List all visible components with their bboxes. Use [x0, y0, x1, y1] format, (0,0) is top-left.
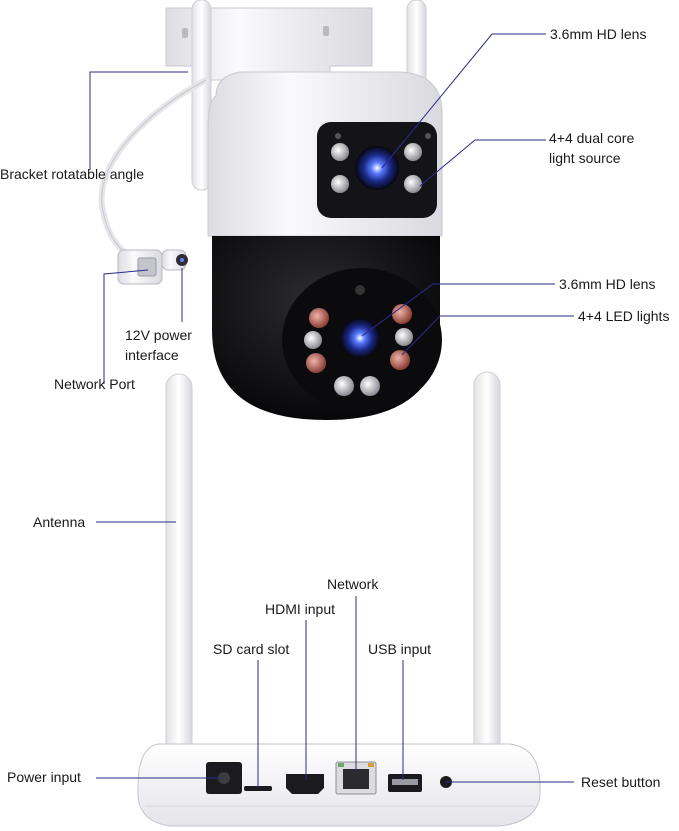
camera-antenna-left [191, 0, 212, 191]
leader-network-port [103, 269, 149, 384]
nvr-antenna-left [165, 373, 193, 771]
label-antenna: Antenna [33, 514, 86, 530]
lower-lens [340, 318, 380, 358]
upper-lens [355, 146, 399, 190]
leader-lens-top [381, 33, 546, 169]
label-lens-bottom: 3.6mm HD lens [559, 276, 656, 292]
label-light-source: 4+4 dual core light source [549, 128, 634, 168]
label-power-input: Power input [7, 769, 81, 785]
label-usb: USB input [368, 641, 432, 657]
leader-light-source [419, 139, 546, 187]
label-light-source-line2: light source [549, 150, 621, 166]
leader-lines [89, 33, 574, 788]
sd-card-slot [244, 786, 272, 791]
label-network: Network [327, 576, 379, 592]
hdmi-port [286, 774, 324, 794]
label-power-interface-line1: 12V power [125, 327, 192, 343]
label-light-source-line1: 4+4 dual core [549, 130, 635, 146]
label-power-interface: 12V power interface [125, 325, 192, 365]
label-hdmi: HDMI input [265, 601, 336, 617]
leader-bracket [89, 71, 188, 170]
label-bracket: Bracket rotatable angle [0, 166, 144, 182]
camera-illustration [98, 0, 443, 420]
label-reset: Reset button [581, 774, 661, 790]
nvr-antenna-right [473, 371, 501, 771]
nvr-illustration [137, 371, 541, 827]
label-lens-top: 3.6mm HD lens [550, 26, 647, 42]
leader-led-lights [401, 315, 574, 356]
label-network-port: Network Port [54, 376, 135, 392]
label-sd-card: SD card slot [213, 641, 290, 657]
label-led-lights: 4+4 LED lights [578, 308, 670, 324]
label-power-interface-line2: interface [125, 347, 179, 363]
leader-lens-bottom [361, 283, 555, 337]
